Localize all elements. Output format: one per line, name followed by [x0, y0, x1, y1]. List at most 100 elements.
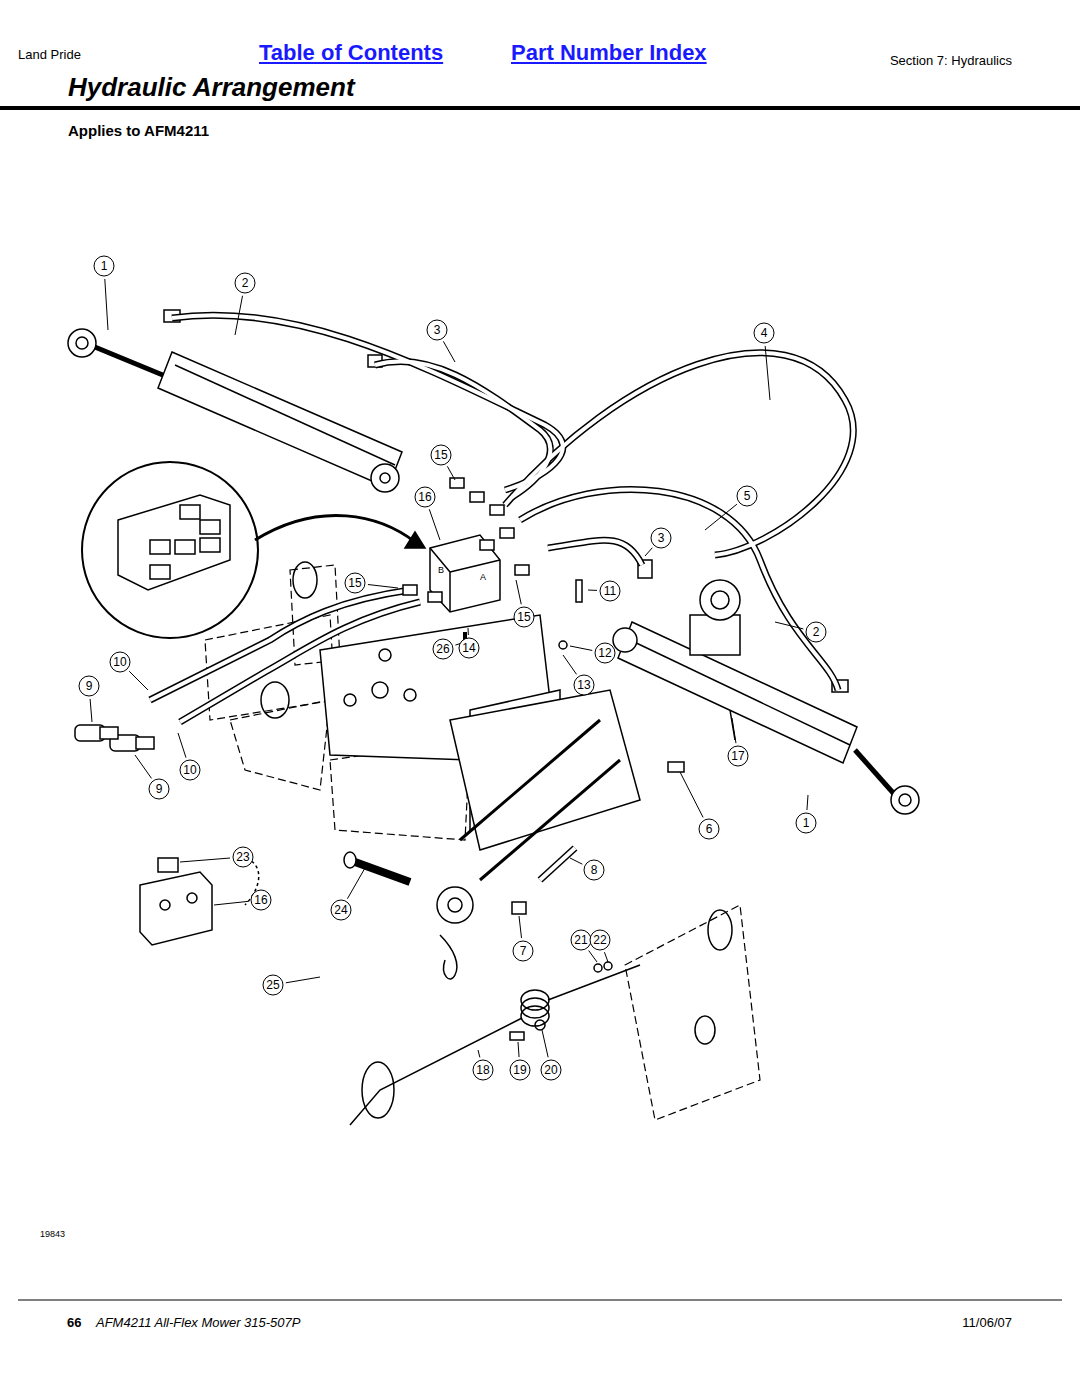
callout-circle [796, 813, 816, 833]
leader-line [807, 795, 808, 810]
leader-line [519, 916, 522, 938]
manual-name: AFM4211 All-Flex Mower 315-507P [96, 1316, 300, 1329]
callout-number: 11 [604, 585, 616, 597]
callout-number: 15 [434, 449, 447, 461]
callout-number: 9 [156, 783, 163, 795]
callout-number: 8 [591, 864, 598, 876]
callout-circle [514, 607, 534, 627]
callout-circle [595, 643, 615, 663]
callout-circle [427, 320, 447, 340]
port-letter: B [438, 566, 444, 575]
callout-circle [651, 528, 671, 548]
callout-number: 9 [86, 680, 93, 692]
leader-line [705, 504, 737, 530]
callout-number: 10 [113, 656, 126, 668]
callout-number: 25 [266, 979, 279, 991]
applies-to: Applies to AFM4211 [68, 123, 209, 138]
callout-circle [600, 581, 620, 601]
callout-number: 4 [761, 327, 768, 339]
leader-line [135, 755, 152, 778]
callout-circle [110, 652, 130, 672]
toc-link: Table of Contents [259, 42, 443, 64]
callout-number: 1 [101, 260, 108, 272]
callout-number: 23 [236, 851, 249, 863]
callout-circle [473, 1060, 493, 1080]
callout-number: 19 [513, 1064, 526, 1076]
callout-number: 10 [183, 764, 196, 776]
leader-line [563, 655, 577, 674]
section-name: Section 7: Hydraulics [890, 54, 1012, 67]
leader-line [180, 858, 230, 862]
leader-line [447, 466, 455, 480]
callout-number: 16 [418, 491, 431, 503]
date: 11/06/07 [962, 1316, 1012, 1329]
callout-number: 17 [731, 750, 744, 762]
callout-circle [433, 639, 453, 659]
callout-number: 7 [520, 945, 527, 957]
callout-circle [754, 323, 774, 343]
callout-number: 26 [436, 643, 449, 655]
leader-line [589, 951, 597, 962]
callout-circle [513, 941, 533, 961]
index-link: Part Number Index [511, 42, 707, 64]
leader-line [604, 952, 608, 962]
leader-line [214, 901, 248, 905]
callout-circle [345, 573, 365, 593]
callout-circle [415, 487, 435, 507]
callout-number: 3 [434, 324, 441, 336]
figure-number: 19843 [40, 1230, 65, 1239]
leader-line [178, 733, 186, 758]
callout-circle [737, 486, 757, 506]
leader-line [765, 346, 770, 400]
leader-line [235, 296, 243, 335]
leader-line [645, 548, 652, 556]
callout-circle [806, 622, 826, 642]
leader-line [468, 628, 469, 635]
callout-number: 13 [577, 679, 590, 691]
callout-circle [571, 930, 591, 950]
callout-number: 1 [803, 817, 810, 829]
leader-line [90, 699, 92, 722]
callout-circle [149, 779, 169, 799]
callout-circle [728, 746, 748, 766]
callout-circle [541, 1060, 561, 1080]
leader-line [732, 718, 736, 743]
leader-line [286, 977, 320, 983]
callout-number: 20 [544, 1064, 557, 1076]
callout-number: 2 [813, 626, 820, 638]
leader-line [775, 622, 803, 629]
callout-circle [510, 1060, 530, 1080]
callout-circle [94, 256, 114, 276]
callout-circle [233, 847, 253, 867]
callout-number: 18 [476, 1064, 489, 1076]
leader-line [518, 1042, 519, 1057]
leader-line [680, 772, 703, 817]
leader-line [516, 580, 521, 604]
callout-circle [584, 860, 604, 880]
callout-circle [235, 273, 255, 293]
leader-line [429, 509, 440, 540]
page-number: 66 [67, 1316, 81, 1329]
leader-line [105, 279, 108, 330]
leader-line [368, 585, 398, 588]
callout-number: 21 [574, 934, 587, 946]
port-letter: A [480, 573, 486, 582]
callout-number: 5 [744, 490, 751, 502]
callout-circle [574, 675, 594, 695]
callout-number: 15 [517, 611, 530, 623]
callout-circle [699, 819, 719, 839]
leader-line [347, 868, 365, 899]
callout-circle [431, 445, 451, 465]
leader-line [588, 590, 597, 591]
callout-number: 2 [242, 277, 249, 289]
callout-number: 16 [254, 894, 267, 906]
callout-number: 24 [334, 904, 347, 916]
leader-line [478, 1050, 480, 1057]
page-title: Hydraulic Arrangement [68, 74, 355, 100]
callout-number: 14 [462, 642, 475, 654]
leader-line [570, 858, 582, 864]
callout-circle [459, 638, 479, 658]
callout-number: 3 [658, 532, 665, 544]
leader-line [129, 671, 148, 690]
